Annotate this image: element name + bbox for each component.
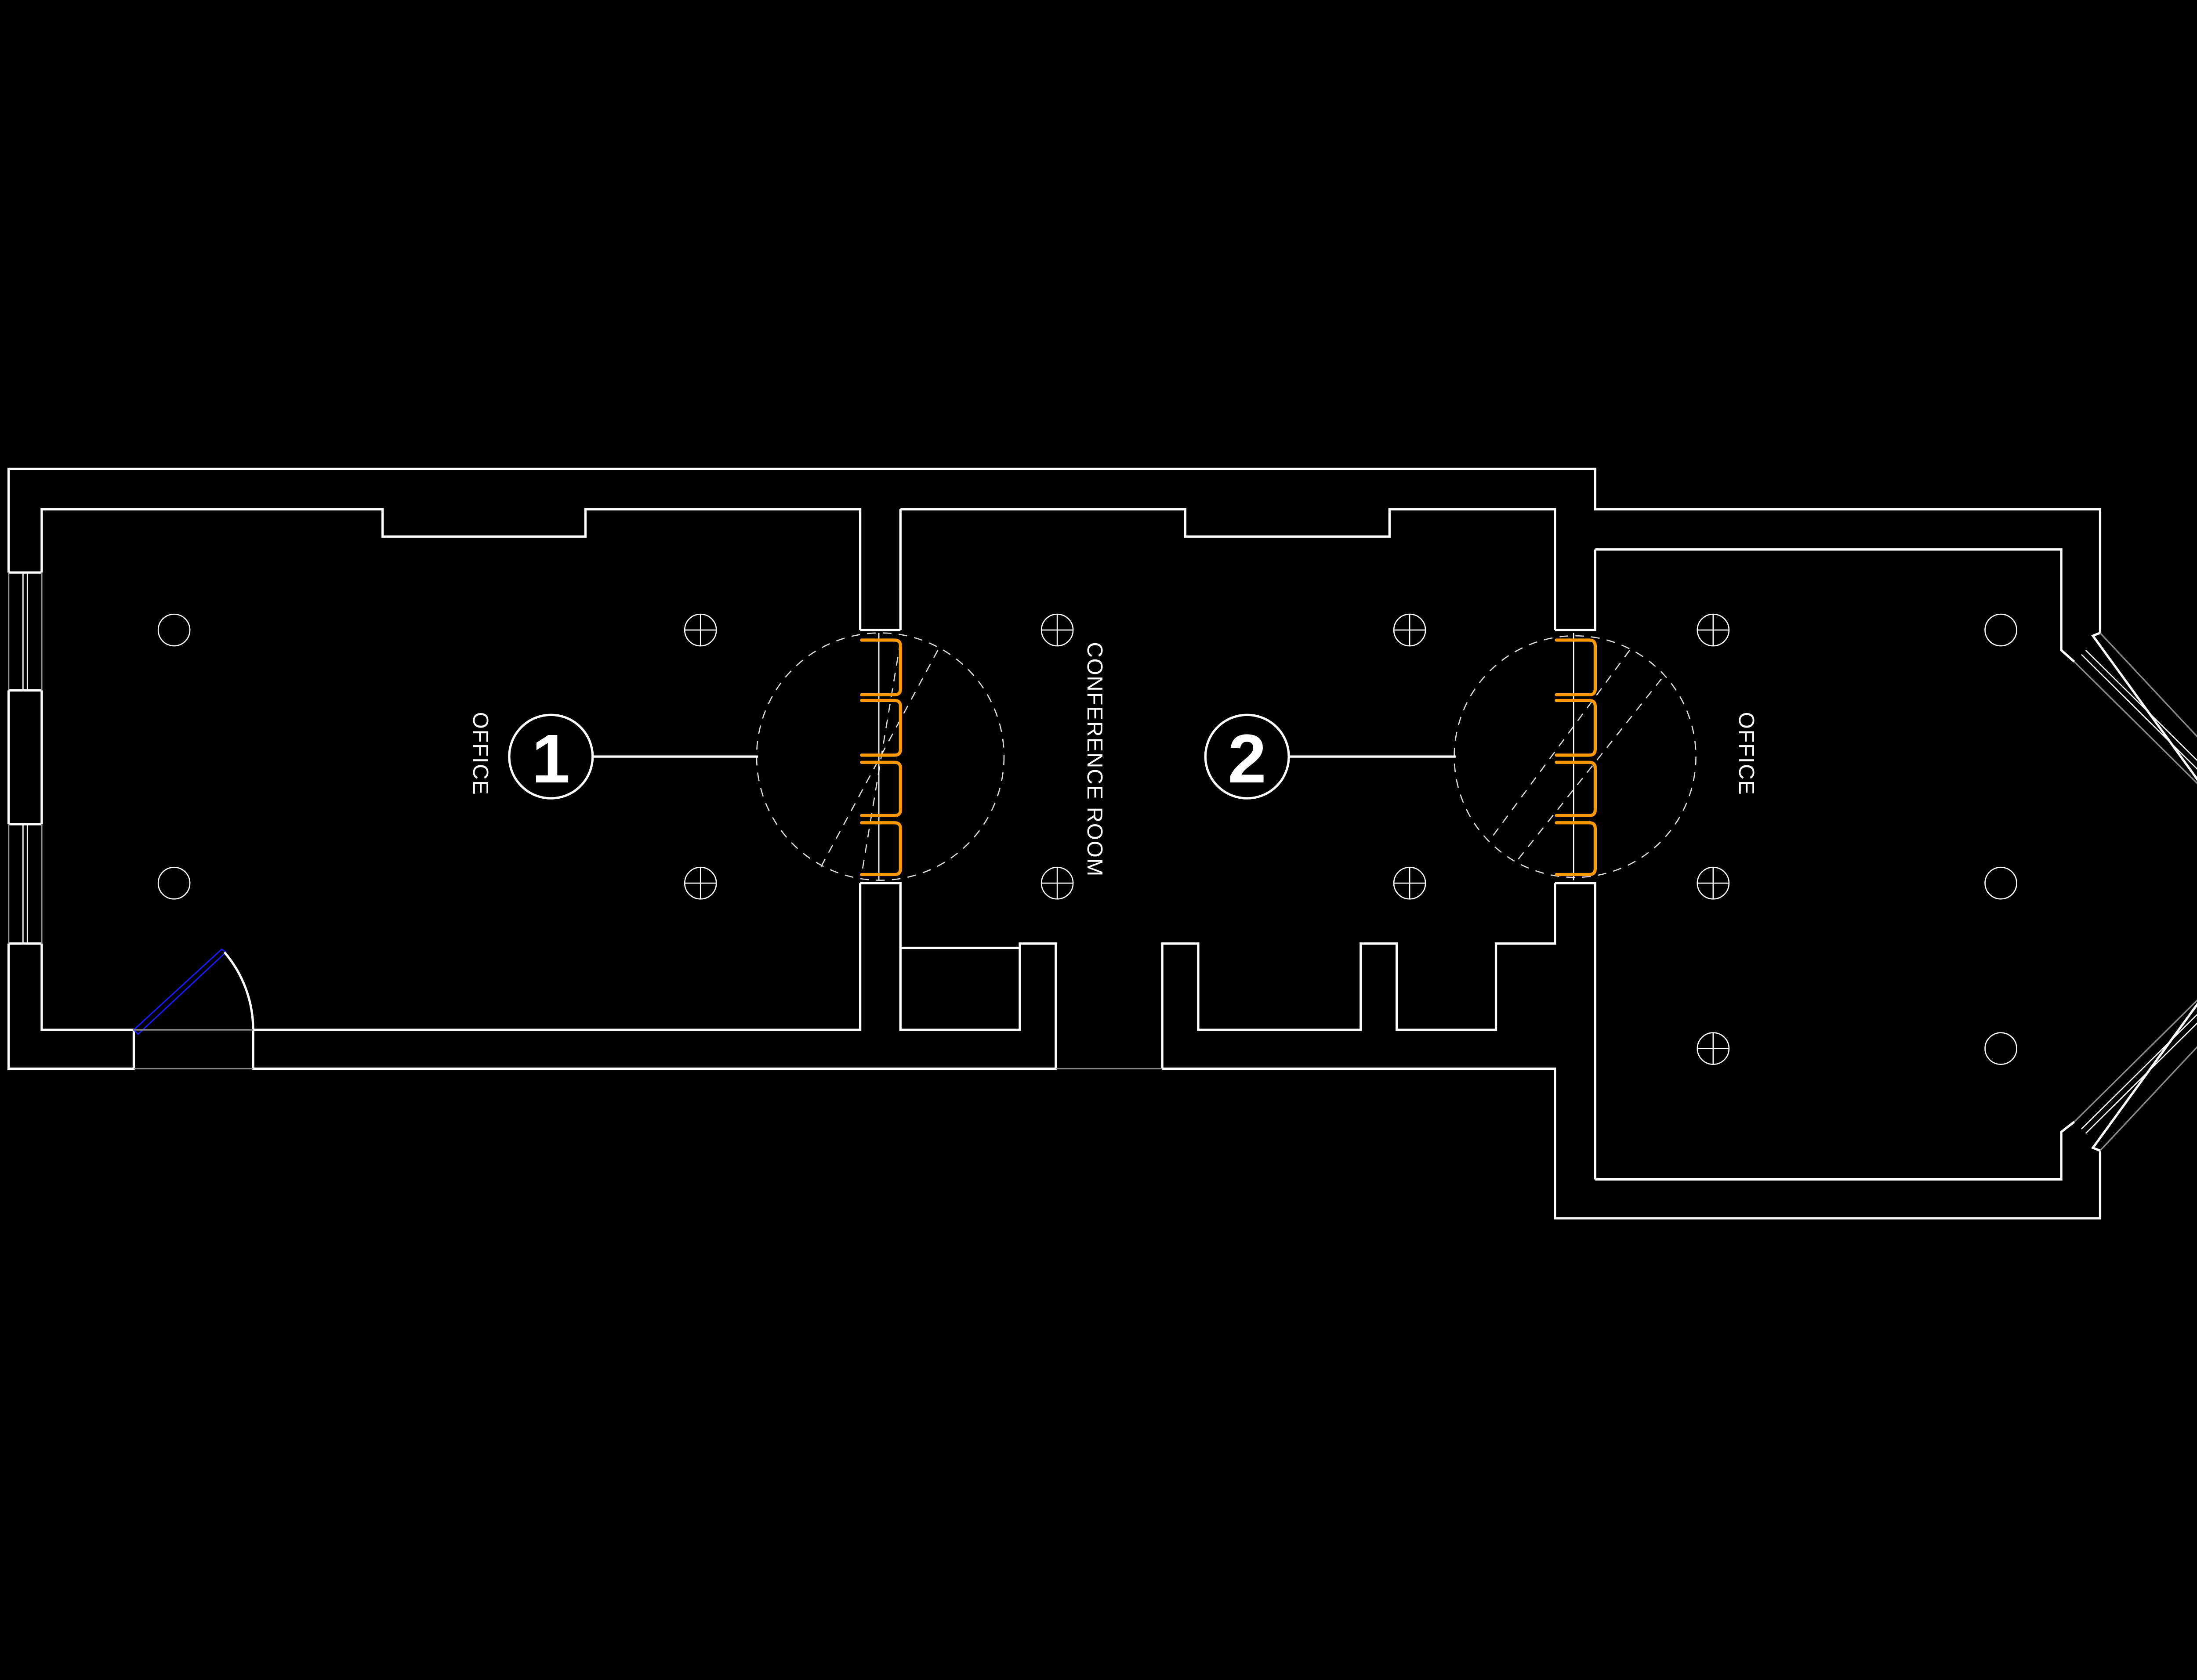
downlight-icon [1040, 866, 1074, 900]
downlight-icon [1697, 1032, 1730, 1065]
downlight-icon [1393, 866, 1426, 900]
tag-number: 2 [1228, 721, 1266, 797]
conference-walls [900, 508, 1556, 630]
entry-door [133, 948, 254, 1035]
outer-walls [7, 467, 2102, 1220]
office-right-walls [1595, 548, 2075, 663]
downlight-icon [684, 613, 717, 647]
light-icon [1984, 1032, 2017, 1065]
downlight-icon [1697, 613, 1730, 647]
downlight-icon [1393, 613, 1426, 647]
light-icon [157, 613, 191, 647]
downlight-icon [1697, 866, 1730, 900]
bay-window [2074, 632, 2197, 1152]
room-label-office-left: OFFICE [468, 712, 492, 796]
light-icon [1984, 866, 2017, 900]
light-icon [157, 866, 191, 900]
downlight-icon [1040, 613, 1074, 647]
downlight-icon [684, 866, 717, 900]
tag-number: 1 [532, 721, 570, 797]
room-label-conference: CONFERENCE ROOM [1083, 642, 1106, 877]
tag-1: 1 [508, 713, 758, 800]
tag-2: 2 [1204, 713, 1456, 800]
ceiling-lights [157, 613, 2017, 1065]
room-label-office-right: OFFICE [1734, 712, 1758, 796]
light-icon [1984, 613, 2017, 647]
door-set-1 [756, 632, 1005, 881]
window-left-lower [8, 824, 43, 944]
office-left-walls [40, 508, 862, 630]
door-set-2 [1454, 633, 1697, 880]
window-left-upper [8, 572, 43, 691]
